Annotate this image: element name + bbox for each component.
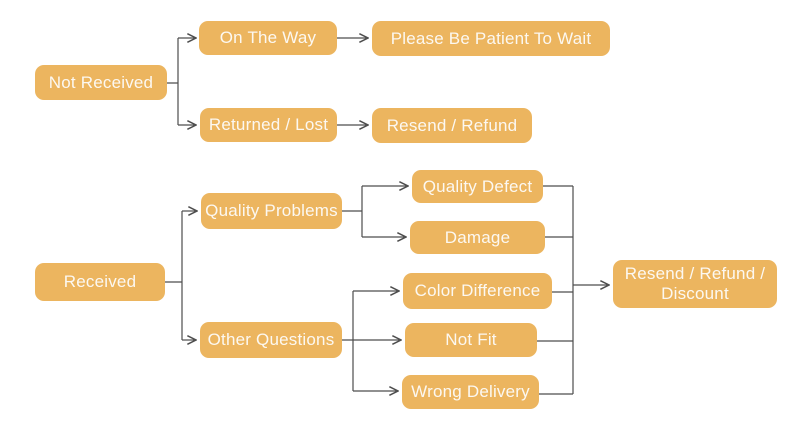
node-wrong-delivery: Wrong Delivery [402,375,539,409]
node-color-difference: Color Difference [403,273,552,309]
node-other-questions: Other Questions [200,322,342,358]
node-quality-problems: Quality Problems [201,193,342,229]
edge-other-questions-trunk [342,291,354,391]
node-resend-refund-discount: Resend / Refund / Discount [613,260,777,308]
node-resend-refund: Resend / Refund [372,108,532,143]
node-damage: Damage [410,221,545,254]
node-quality-defect: Quality Defect [412,170,543,203]
node-please-be-patient-to-wait: Please Be Patient To Wait [372,21,610,56]
node-returned-lost: Returned / Lost [200,108,337,142]
edge-received-trunk [165,211,183,340]
node-received: Received [35,263,165,301]
node-not-fit: Not Fit [405,323,537,357]
edge-not-received-trunk [167,38,179,125]
node-on-the-way: On The Way [199,21,337,55]
node-not-received: Not Received [35,65,167,100]
edge-quality-problems-trunk [342,186,363,237]
